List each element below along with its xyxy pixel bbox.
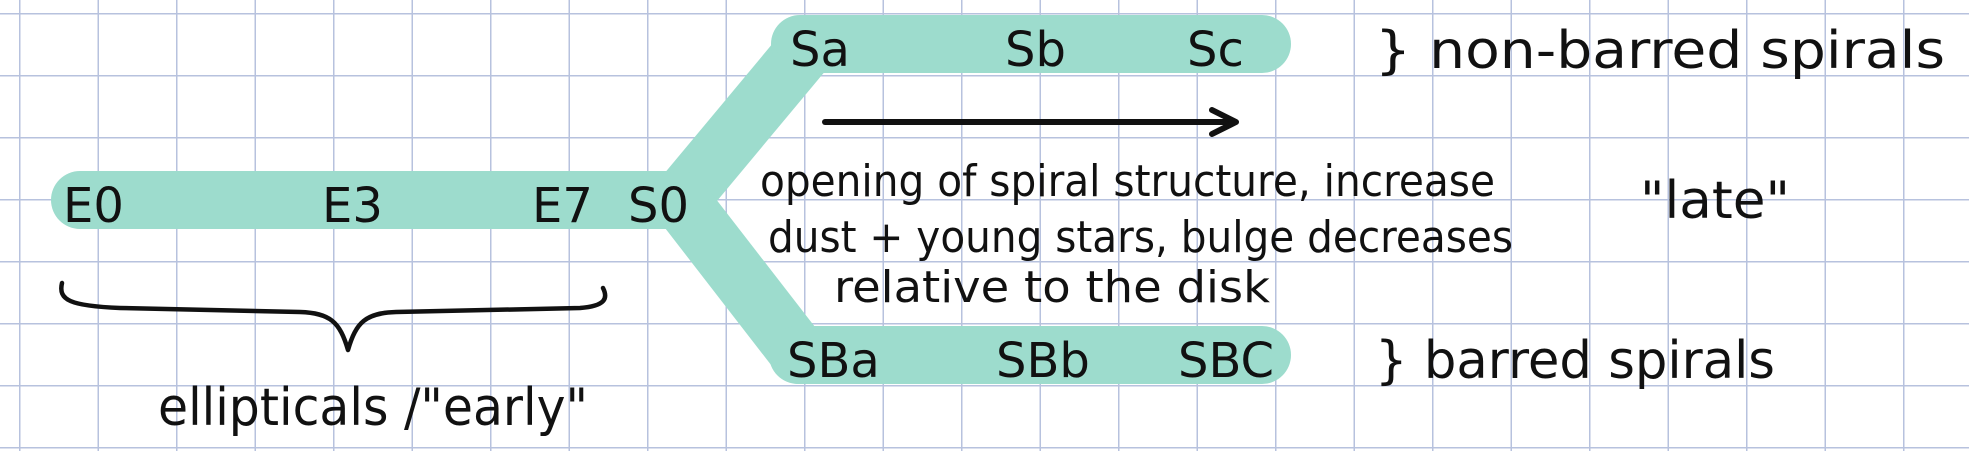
- node-sb: Sb: [1005, 22, 1066, 78]
- node-sba: SBa: [787, 333, 880, 389]
- node-e0: E0: [63, 178, 124, 234]
- spiral-description: opening of spiral structure, increase du…: [760, 156, 1513, 313]
- ellipticals-brace: [59, 280, 608, 353]
- lower-joint: [769, 326, 827, 384]
- fork-joint: [651, 171, 709, 229]
- tuning-fork-bands: [51, 15, 1291, 384]
- node-sc: Sc: [1187, 22, 1244, 78]
- late-label: "late": [1640, 171, 1790, 231]
- node-sbc: SBC: [1178, 333, 1274, 389]
- node-s0: S0: [628, 178, 689, 234]
- node-labels: E0 E3 E7 S0 Sa Sb Sc SBa SBb SBC: [63, 22, 1274, 389]
- non-barred-spirals-label: } non-barred spirals: [1375, 21, 1945, 81]
- upper-joint: [776, 15, 834, 73]
- lower-fork-branch: [657, 182, 823, 373]
- node-sbb: SBb: [996, 333, 1090, 389]
- description-line-2: dust + young stars, bulge decreases: [768, 212, 1513, 263]
- description-line-3: relative to the disk: [834, 262, 1271, 313]
- description-line-1: opening of spiral structure, increase: [760, 156, 1495, 207]
- node-e3: E3: [322, 178, 383, 234]
- progression-arrow: [822, 107, 1239, 137]
- node-sa: Sa: [790, 22, 850, 78]
- ellipticals-early-label: ellipticals /"early": [158, 378, 588, 438]
- node-e7: E7: [532, 178, 593, 234]
- barred-spirals-label: } barred spirals: [1375, 331, 1775, 391]
